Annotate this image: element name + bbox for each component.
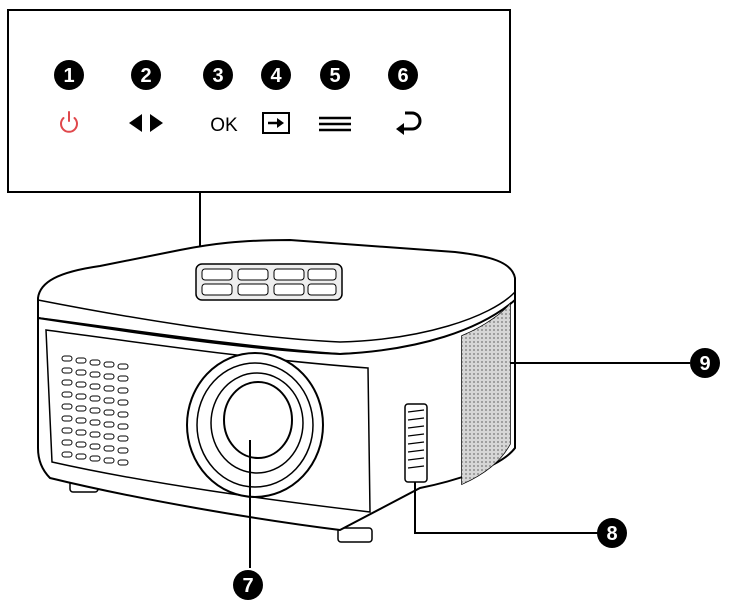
- badge-5-number: 5: [329, 65, 340, 87]
- badge-6-number: 6: [397, 65, 408, 87]
- badge-4: 4: [261, 60, 291, 90]
- projector-foot: [337, 527, 373, 543]
- badge-1: 1: [54, 60, 84, 90]
- badge-9-number: 9: [699, 353, 710, 375]
- badge-2-number: 2: [140, 65, 151, 87]
- badge-1-number: 1: [63, 65, 74, 87]
- menu-icon: [319, 116, 351, 132]
- return-icon: [396, 111, 422, 135]
- badge-8-number: 8: [606, 523, 617, 545]
- badge-4-number: 4: [270, 65, 282, 87]
- badge-3-number: 3: [212, 65, 223, 87]
- badge-2: 2: [131, 60, 161, 90]
- focus-wheel: [404, 403, 428, 483]
- projector-lid-edge: [37, 291, 516, 343]
- badge-7-number: 7: [242, 575, 253, 597]
- badge-8: 8: [597, 518, 627, 548]
- badge-9: 9: [690, 348, 720, 378]
- input-source-icon: [262, 112, 290, 134]
- badge-3: 3: [203, 60, 233, 90]
- projector-lens: [186, 352, 324, 498]
- badge-6: 6: [388, 60, 418, 90]
- front-speaker-grille: [61, 355, 129, 466]
- left-right-arrows-icon: [129, 114, 163, 132]
- control-panel-box: [7, 9, 511, 193]
- badge-5: 5: [320, 60, 350, 90]
- badge-7: 7: [233, 570, 263, 600]
- side-speaker-grille: [461, 301, 511, 486]
- projector-top-buttons: [195, 263, 343, 301]
- ok-label: OK: [210, 115, 238, 136]
- focus-wheel-leader-line: [414, 482, 598, 534]
- power-icon: [60, 111, 78, 133]
